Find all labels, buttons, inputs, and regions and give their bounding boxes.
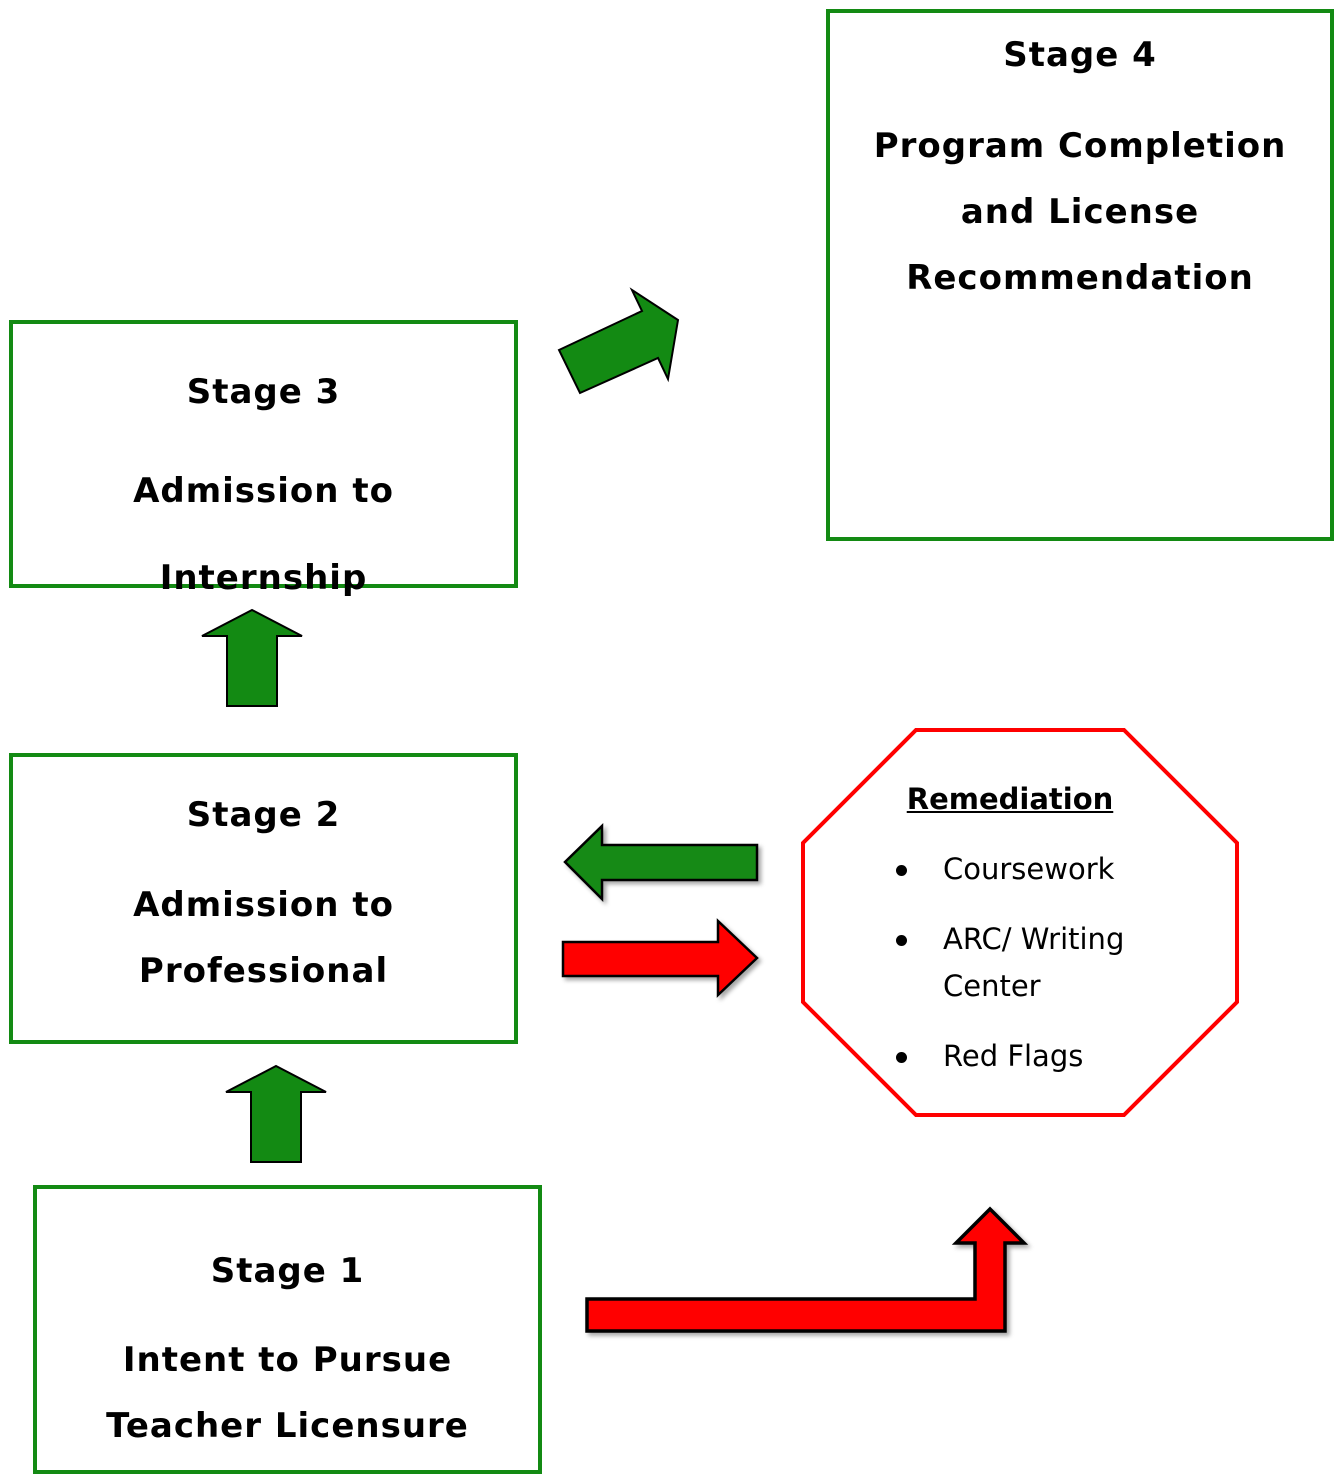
remediation-title: Remediation <box>906 782 1114 816</box>
arrow-stage2-to-remediation <box>561 918 759 998</box>
arrow-stage1-to-remediation <box>585 1206 1029 1333</box>
remediation-item-red-flags: Red Flags <box>943 1039 1084 1073</box>
arrow-remediation-to-stage2 <box>563 823 759 903</box>
remediation-list: Coursework ARC/ Writing Center Red Flags <box>860 846 1200 1080</box>
bullet-icon <box>896 935 907 946</box>
bullet-icon <box>896 865 907 876</box>
remediation-content: Remediation Coursework ARC/ Writing Cent… <box>860 782 1200 1103</box>
stage-2-line-2: Professional <box>138 951 389 991</box>
stage-4-box: Stage 4 Program Completion and License R… <box>826 9 1334 541</box>
arrow-stage3-to-stage4 <box>557 287 680 395</box>
arrow-stage2-to-stage3 <box>201 608 303 707</box>
stage-2-title: Stage 2 <box>186 795 341 835</box>
stage-3-title: Stage 3 <box>186 372 341 412</box>
remediation-octagon <box>801 728 1239 1117</box>
stage-4-description: Program Completion and License Recommend… <box>830 113 1330 311</box>
stage-4-line-1: Program Completion <box>873 126 1287 166</box>
stage-1-title: Stage 1 <box>210 1251 365 1291</box>
stage-2-line-1: Admission to <box>133 885 394 925</box>
remediation-item-arc-writing-center: ARC/ Writing Center <box>943 922 1125 1003</box>
stage-1-box: Stage 1 Intent to Pursue Teacher Licensu… <box>33 1185 542 1474</box>
stage-3-line-2: Internship <box>159 558 368 598</box>
stage-4-title: Stage 4 <box>1003 35 1157 75</box>
stage-3-box: Stage 3 Admission to Internship <box>9 320 518 598</box>
remediation-item-coursework: Coursework <box>943 852 1115 886</box>
stage-4-line-3: Recommendation <box>906 258 1254 298</box>
list-item: Coursework <box>860 846 1200 893</box>
stage-3-line-1: Admission to <box>133 471 394 511</box>
list-item: Red Flags <box>860 1033 1200 1080</box>
stage-1-line-2: Teacher Licensure <box>106 1406 469 1446</box>
stage-2-description: Admission to Professional <box>13 872 514 1004</box>
stage-1-description: Intent to Pursue Teacher Licensure <box>37 1327 538 1459</box>
list-item: ARC/ Writing Center <box>860 916 1203 1010</box>
bullet-icon <box>896 1052 907 1063</box>
stage-2-box: Stage 2 Admission to Professional <box>9 753 518 1044</box>
stage-1-line-1: Intent to Pursue <box>122 1340 453 1380</box>
stage-4-line-2: and License <box>960 192 1200 232</box>
arrow-stage1-to-stage2 <box>225 1064 327 1163</box>
stage-3-description: Admission to Internship <box>13 448 514 622</box>
